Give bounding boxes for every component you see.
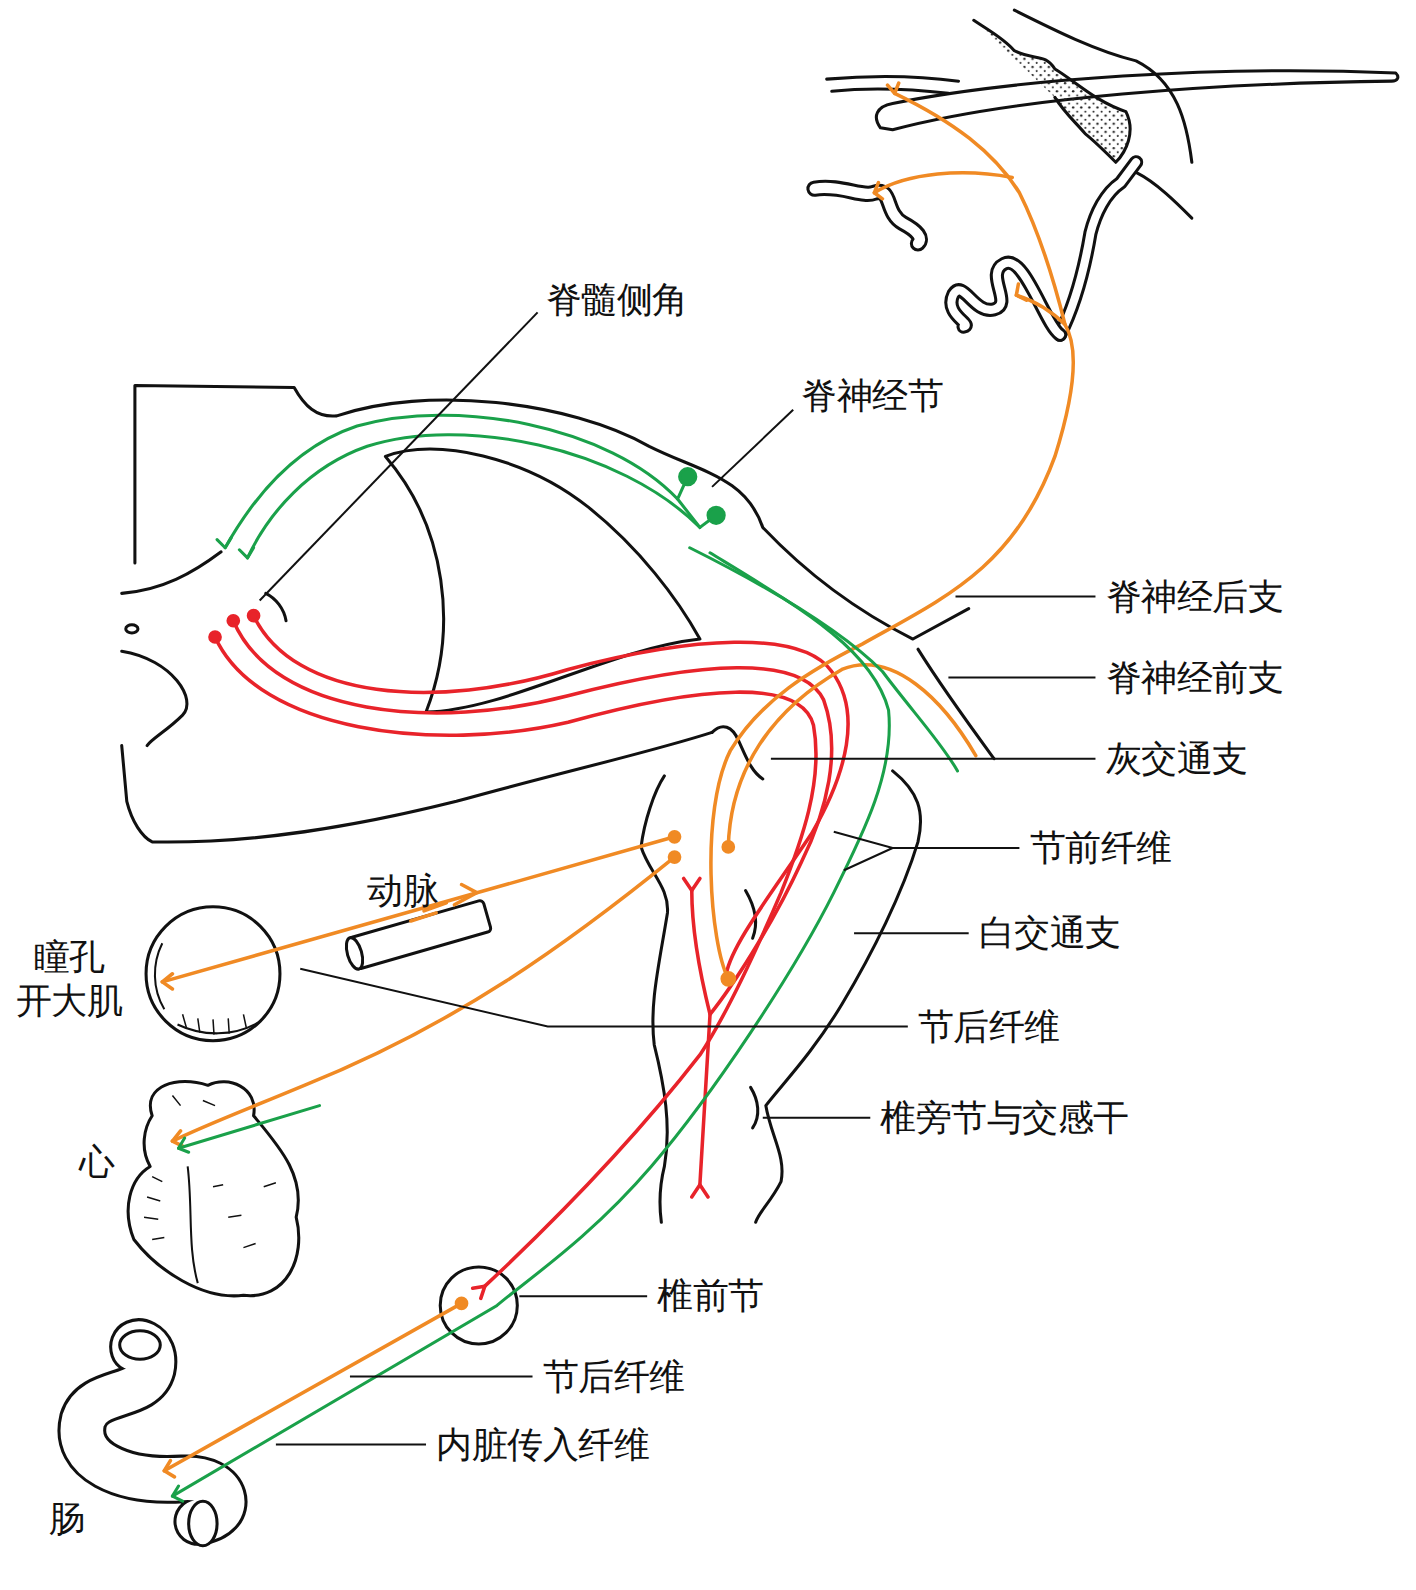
eye <box>155 943 164 1009</box>
fiber-label: 节后纤维 <box>543 1359 685 1395</box>
leader-lines <box>763 1117 871 1119</box>
fiber-label: 内脏传入纤维 <box>436 1427 649 1463</box>
preganglionic-fibers <box>210 611 848 1299</box>
skin-structures <box>815 188 920 244</box>
nerve-label: 脊神经后支 <box>1106 579 1284 615</box>
afferent-fibers <box>708 507 724 523</box>
sympathetic-trunk-outline <box>751 1087 758 1128</box>
preganglionic-fibers <box>228 616 238 626</box>
afferent-fibers <box>172 415 957 1501</box>
postganglionic-fibers <box>669 852 679 862</box>
postganglionic-fibers <box>728 665 975 847</box>
afferent-fibers <box>172 553 889 1496</box>
postganglionic-fibers <box>669 832 679 842</box>
heart <box>188 1166 198 1283</box>
leader-lines <box>955 595 1095 597</box>
artery <box>343 936 366 971</box>
spinal-cord-outline <box>918 649 994 759</box>
preganglionic-fibers <box>473 878 708 1298</box>
intestine <box>82 1343 223 1522</box>
region-label: 脊神经节 <box>801 378 943 414</box>
spinal-cord-outline <box>122 385 994 842</box>
postganglionic-fibers <box>164 1303 461 1470</box>
postganglionic-fibers <box>711 93 1073 979</box>
eye <box>183 1014 247 1034</box>
leader-lines <box>260 312 538 600</box>
spinal-cord-outline <box>122 651 187 745</box>
leader-lines <box>519 1295 647 1297</box>
ganglion-label: 椎前节 <box>657 1279 764 1315</box>
heart <box>144 1095 276 1247</box>
spinal-cord-outline <box>266 593 286 620</box>
postganglionic-fibers <box>723 842 733 852</box>
heart <box>128 1082 299 1296</box>
organ-label: 心 <box>79 1144 115 1180</box>
skin-structures <box>1060 162 1136 334</box>
intestine <box>82 1343 223 1522</box>
eye <box>146 907 280 1041</box>
intestine <box>82 1331 223 1546</box>
postganglionic-fibers <box>722 973 734 985</box>
skin-structures <box>827 76 959 81</box>
postganglionic-fibers <box>172 857 674 1141</box>
postganglionic-fibers <box>162 83 1026 1477</box>
fiber-label: 节前纤维 <box>1030 830 1172 866</box>
ramus-label: 白交通支 <box>979 915 1121 951</box>
skin-structures <box>815 188 920 244</box>
leader-lines <box>854 932 969 934</box>
afferent-fibers <box>680 469 696 485</box>
leader-lines <box>350 1375 533 1377</box>
skin-structures <box>1014 10 1192 162</box>
ganglion-label: 椎旁节与交感干 <box>880 1100 1129 1136</box>
preganglionic-fibers <box>210 632 220 642</box>
preganglionic-fibers <box>233 621 831 1185</box>
ramus-label: 灰交通支 <box>1106 741 1248 777</box>
leader-lines <box>260 312 1096 1444</box>
region-label: 脊髓侧角 <box>546 282 688 318</box>
organ-label: 动脉 <box>367 873 438 909</box>
spinal-cord-outline <box>122 732 712 842</box>
afferent-fibers <box>172 538 253 1502</box>
organ-label: 瞳孔 开大肌 <box>14 935 124 1024</box>
organ-label: 肠 <box>49 1501 85 1537</box>
preganglionic-fibers <box>215 637 816 1286</box>
skin-structures <box>974 20 1130 162</box>
sympathetic-trunk-outline <box>756 771 921 1222</box>
leader-lines <box>712 410 793 487</box>
intestine <box>120 1331 161 1359</box>
skin-structures <box>815 10 1398 335</box>
preganglionic-fibers <box>249 611 259 621</box>
heart <box>128 1082 299 1296</box>
postganglionic-fibers <box>162 837 674 982</box>
afferent-fibers <box>247 435 699 558</box>
postganglionic-fibers <box>874 173 1012 193</box>
postganglionic-fibers <box>162 83 1073 1477</box>
spinal-cord-outline <box>135 385 969 639</box>
leader-lines <box>948 677 1095 679</box>
fiber-label: 节后纤维 <box>918 1009 1060 1045</box>
skin-structures <box>1136 172 1192 218</box>
postganglionic-fibers <box>456 1298 466 1308</box>
skin-structures <box>1060 162 1136 334</box>
leader-lines <box>834 832 1020 871</box>
spinal-cord-outline <box>385 449 699 712</box>
nerve-label: 脊神经前支 <box>1106 660 1284 696</box>
afferent-fibers <box>179 1106 320 1149</box>
spinal-cord-outline <box>126 625 138 633</box>
spinal-cord-outline <box>122 552 221 594</box>
skin-structures <box>951 263 1060 335</box>
leader-lines <box>276 1443 426 1445</box>
preganglionic-fibers <box>692 891 710 1015</box>
intestine <box>189 1501 217 1546</box>
skin-structures <box>951 263 1060 335</box>
leader-lines <box>300 969 908 1027</box>
afferent-fibers <box>690 548 958 771</box>
leader-lines <box>771 758 1096 760</box>
eye <box>146 907 280 1041</box>
